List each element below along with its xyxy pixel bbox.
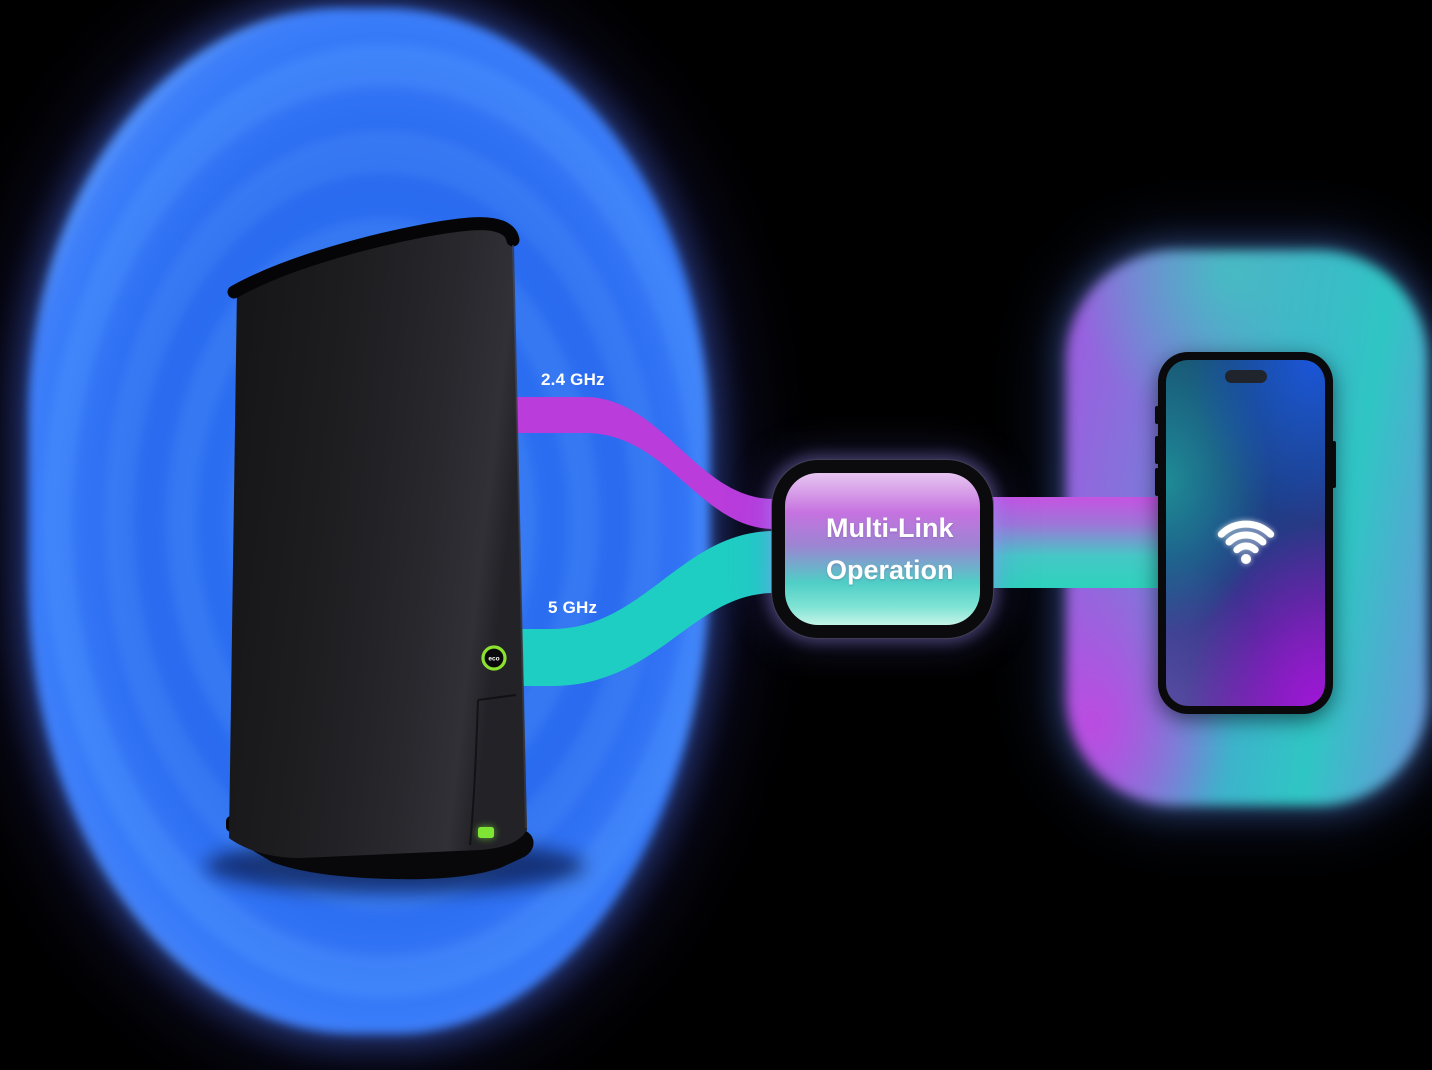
mlo-box: Multi-Link Operation [772,460,993,638]
eco-badge: eco [481,645,507,671]
mlo-box-inner: Multi-Link Operation [785,473,980,625]
phone-power-button [1332,441,1336,488]
mlo-box-line1: Multi-Link [826,512,954,543]
status-led [478,827,494,838]
router-edge-highlight [512,244,527,829]
band-2-4ghz [516,397,960,529]
phone-volume-down-button [1155,468,1159,496]
router-body [229,223,527,859]
router-top-rim [227,217,520,299]
phone-action-button [1155,406,1159,424]
band-2-4ghz-label: 2.4 GHz [541,370,605,389]
eco-badge-label: eco [488,656,499,663]
phone-screen [1166,360,1325,706]
band-5ghz-label: 5 GHz [548,598,598,617]
smartphone [1155,352,1336,714]
router-panel-seam [469,694,517,846]
mlo-box-line2: Operation [826,554,954,585]
phone-volume-up-button [1155,436,1159,464]
phone-dynamic-island [1224,370,1267,383]
wifi-icon [1217,520,1274,564]
